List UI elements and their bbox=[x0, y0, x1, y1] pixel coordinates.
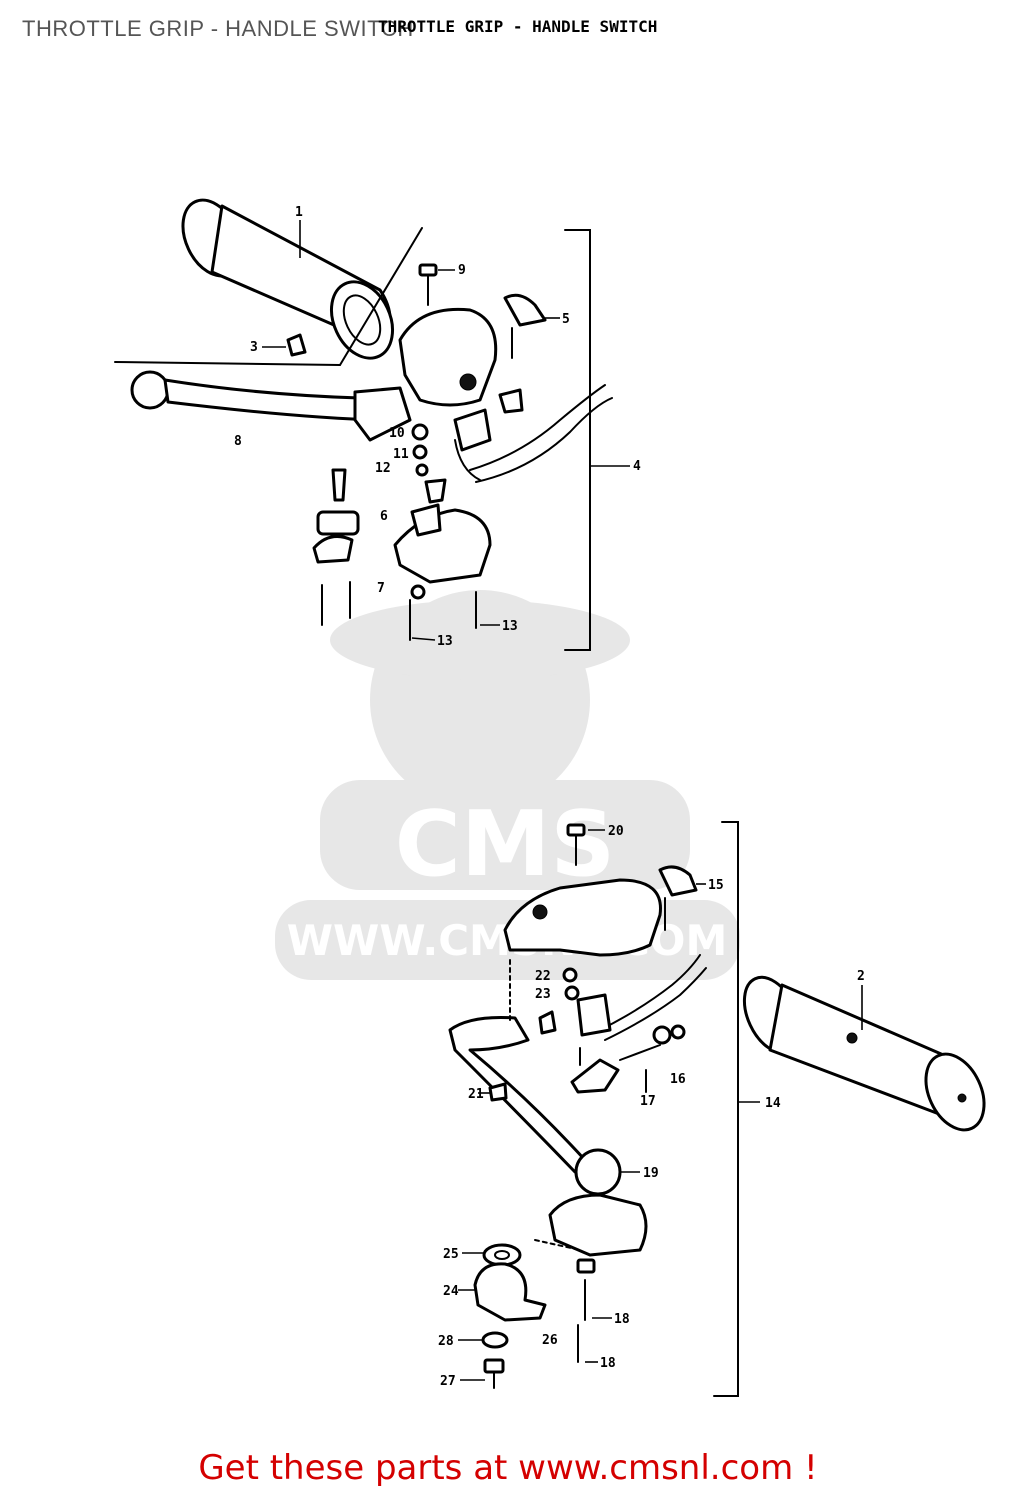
callout-label: 13 bbox=[502, 619, 518, 634]
callout-label: 9 bbox=[458, 263, 466, 278]
callout-label: 11 bbox=[393, 447, 409, 462]
throttle-housing-upper bbox=[503, 878, 662, 957]
watermark-brand: CMS bbox=[395, 792, 615, 897]
page-title: THROTTLE GRIP - HANDLE SWITCH bbox=[22, 16, 414, 41]
callout-label: 26 bbox=[542, 1333, 558, 1348]
part-3 bbox=[262, 333, 307, 357]
grip-2 bbox=[742, 975, 986, 1132]
callout-label: 4 bbox=[633, 459, 641, 474]
callout-label: 24 bbox=[443, 1284, 459, 1299]
callout-label: 27 bbox=[440, 1374, 456, 1389]
callout-label: 22 bbox=[535, 969, 551, 984]
callout-label: 25 bbox=[443, 1247, 459, 1262]
switch-upper-housing bbox=[398, 307, 498, 407]
callout-label: 6 bbox=[380, 509, 388, 524]
callout-label: 16 bbox=[670, 1072, 686, 1087]
callout-label: 28 bbox=[438, 1334, 454, 1349]
upper-assembly bbox=[114, 198, 630, 651]
callout-label: 13 bbox=[437, 634, 453, 649]
switch-5 bbox=[503, 293, 560, 359]
grip-1 bbox=[181, 198, 394, 360]
callout-label: 18 bbox=[614, 1312, 630, 1327]
switch-lower-housing-6 bbox=[393, 503, 492, 584]
callout-label: 5 bbox=[562, 312, 570, 327]
footer-link-text: Get these parts at www.cmsnl.com ! bbox=[198, 1448, 818, 1488]
callout-label: 17 bbox=[640, 1094, 656, 1109]
callout-label: 7 bbox=[377, 581, 385, 596]
throttle-housing-lower bbox=[548, 1193, 648, 1257]
callout-label: 23 bbox=[535, 987, 551, 1002]
callout-label: 1 bbox=[295, 205, 303, 220]
callout-label: 18 bbox=[600, 1356, 616, 1371]
callout-label: 21 bbox=[468, 1087, 484, 1102]
callout-label: 19 bbox=[643, 1166, 659, 1181]
lower-callouts: 20 15 22 23 2 21 17 16 14 19 25 24 26 28… bbox=[438, 824, 865, 1389]
cable-4 bbox=[454, 384, 613, 483]
callout-label: 15 bbox=[708, 878, 724, 893]
callout-label: 8 bbox=[234, 434, 242, 449]
clutch-lever-8 bbox=[130, 370, 412, 442]
callout-label: 2 bbox=[857, 969, 865, 984]
callout-label: 10 bbox=[389, 426, 405, 441]
callout-label: 20 bbox=[608, 824, 624, 839]
brake-lever-19 bbox=[448, 1016, 640, 1196]
callout-label: 3 bbox=[250, 340, 258, 355]
lower-assembly bbox=[448, 821, 986, 1397]
screw-9 bbox=[418, 263, 455, 306]
cms-watermark: CMS WWW.CMSNL.COM bbox=[275, 590, 740, 980]
callout-label: 12 bbox=[375, 461, 391, 476]
upper-callouts: 1 9 5 3 8 10 11 12 4 6 7 13 13 bbox=[234, 205, 641, 649]
callout-label: 14 bbox=[765, 1096, 781, 1111]
scan-title: THROTTLE GRIP - HANDLE SWITCH bbox=[378, 17, 657, 36]
